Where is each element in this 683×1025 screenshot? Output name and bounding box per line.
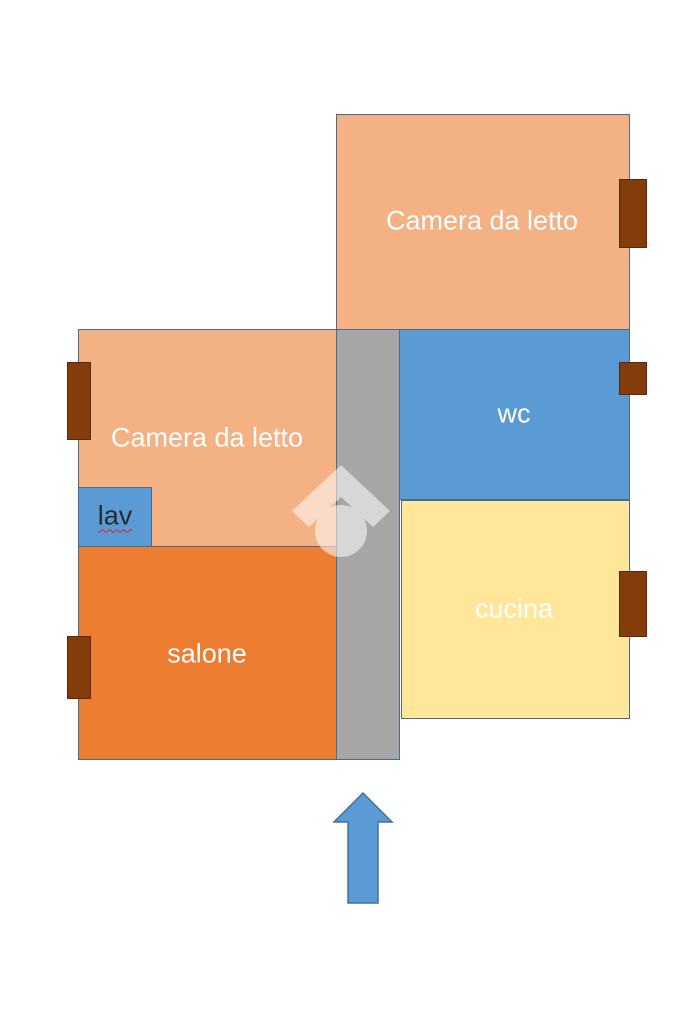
room-wc xyxy=(399,329,630,500)
window-bedroom-left xyxy=(67,362,91,440)
room-laundry xyxy=(78,487,152,547)
room-label-bedroom-top: Camera da letto xyxy=(385,205,579,236)
room-label-kitchen: cucina xyxy=(474,593,554,624)
room-label-laundry: lav xyxy=(97,500,133,531)
room-bedroom-top xyxy=(336,114,630,330)
window-bedroom-top xyxy=(619,179,647,248)
room-kitchen xyxy=(401,500,630,719)
room-label-wc: wc xyxy=(497,398,531,429)
room-label-living: salone xyxy=(167,638,247,669)
up-arrow-icon xyxy=(332,791,394,904)
window-living xyxy=(67,636,91,699)
window-kitchen xyxy=(619,571,647,637)
window-wc xyxy=(619,362,647,395)
house-logo-icon xyxy=(292,465,390,557)
room-label-bedroom-left: Camera da letto xyxy=(110,422,304,453)
